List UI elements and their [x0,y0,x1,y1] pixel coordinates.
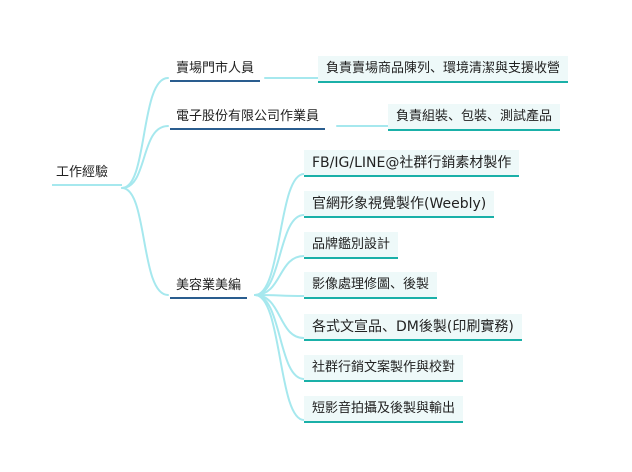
connector-root-to-branch-3 [121,187,169,296]
detail-website-visuals[interactable]: 官網形象視覺製作(Weebly) [304,191,495,218]
connector-branch-3-detail-1 [254,173,305,296]
detail-social-media-assets[interactable]: FB/IG/LINE@社群行銷素材製作 [304,150,520,177]
detail-brand-identity[interactable]: 品牌鑑別設計 [304,232,399,259]
branch-electronics-operator[interactable]: 電子股份有限公司作業員 [170,106,326,130]
connector-branch-3-detail-5 [254,294,305,339]
detail-retail-duties[interactable]: 負責賣場商品陳列、環境清潔與支援收營 [318,56,569,83]
connector-branch-3-detail-2 [254,214,305,296]
detail-short-video[interactable]: 短影音拍攝及後製與輸出 [304,396,464,423]
branch-retail-staff[interactable]: 賣場門市人員 [170,58,261,82]
connector-branch-3-detail-7 [254,294,305,421]
detail-print-materials[interactable]: 各式文宣品、DM後製(印刷實務) [304,314,522,341]
connector-branch-3-detail-3 [254,255,305,296]
connector-root-to-branch-1 [121,77,169,189]
root-node[interactable]: 工作經驗 [52,162,122,186]
detail-electronics-duties[interactable]: 負責組裝、包裝、測試產品 [388,104,561,131]
detail-photo-retouching[interactable]: 影像處理修圖、後製 [304,272,438,299]
branch-beauty-designer[interactable]: 美容業美編 [170,275,248,299]
connector-root-to-branch-2 [121,125,169,189]
detail-copywriting[interactable]: 社群行銷文案製作與校對 [304,355,464,382]
